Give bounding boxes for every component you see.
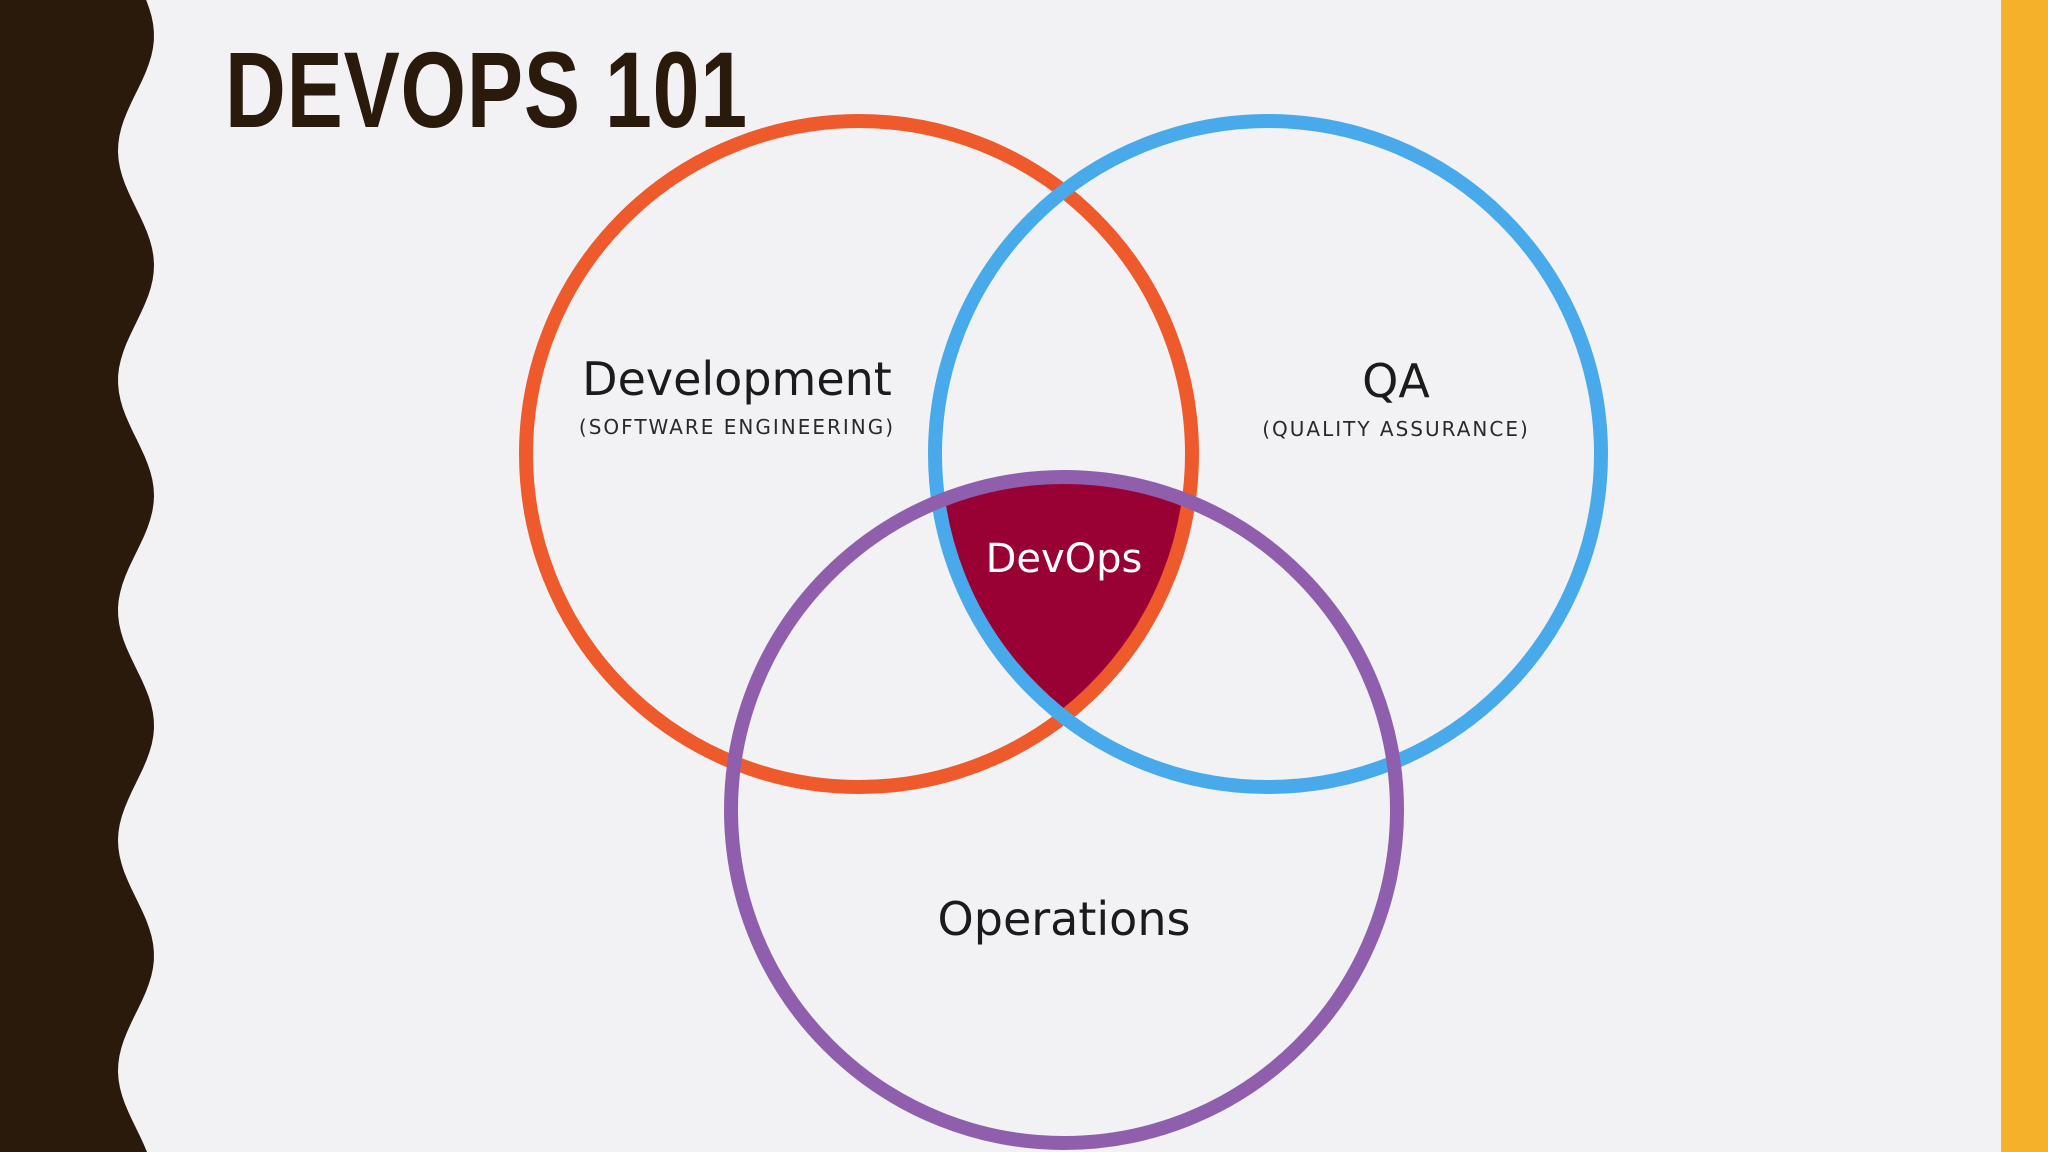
operations-label: Operations (938, 892, 1191, 946)
devops-label: DevOps (986, 536, 1143, 582)
development-circle (519, 114, 1199, 794)
qa-circle (928, 114, 1608, 794)
qa-sublabel: (QUALITY ASSURANCE) (1262, 417, 1530, 441)
operations-circle (724, 470, 1404, 1150)
qa-label: QA (1362, 354, 1430, 408)
slide-title: DEVOPS 101 (225, 29, 748, 150)
wavy-left-border (0, 0, 154, 1152)
development-label: Development (582, 352, 892, 406)
development-sublabel: (SOFTWARE ENGINEERING) (579, 415, 895, 439)
right-accent-bar (2001, 0, 2048, 1152)
